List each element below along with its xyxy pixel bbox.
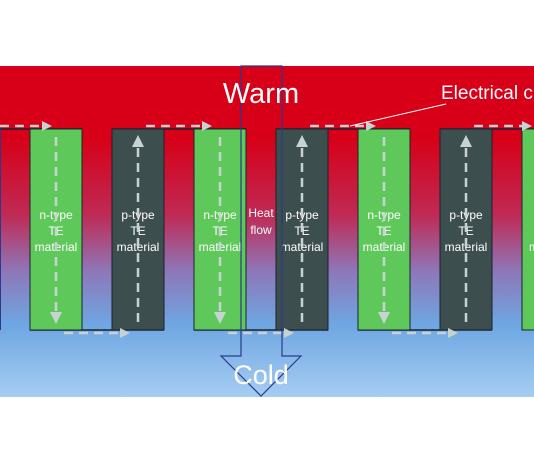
flow-arrowhead-3	[296, 135, 308, 147]
electrical-current-label: Electrical c	[441, 83, 533, 104]
flow-arrowhead-5	[460, 135, 472, 147]
flow-arrowhead-4	[378, 312, 390, 324]
flow-arrowhead-h-4	[448, 328, 458, 338]
leg-partial-left	[0, 129, 1, 330]
warm-plate	[0, 66, 534, 129]
cold-label: Cold	[233, 360, 289, 390]
flow-arrowhead-h-3	[366, 121, 376, 131]
flow-arrowhead-h-1	[202, 121, 212, 131]
flow-arrowhead-h-left	[42, 121, 52, 131]
electrical-current-pointer	[349, 103, 447, 127]
heat-flow-label-line2: flow	[250, 223, 272, 237]
leg-6-label-3: m	[529, 240, 534, 254]
flow-arrowhead-2	[214, 312, 226, 324]
warm-label: Warm	[223, 78, 299, 110]
current-flow-arrows	[0, 121, 532, 338]
flow-arrowhead-h-2	[284, 328, 294, 338]
leg-6-n-type	[521, 128, 534, 331]
heat-flow-arrow-shape	[219, 65, 303, 397]
flow-arrowhead-h-0	[120, 328, 130, 338]
flow-arrowhead-0	[50, 312, 62, 324]
flow-arrowhead-1	[132, 135, 144, 147]
flow-arrowhead-h-5	[522, 121, 532, 131]
heat-flow-label-line1: Heat	[248, 206, 274, 220]
heat-flow-arrow	[219, 65, 303, 397]
